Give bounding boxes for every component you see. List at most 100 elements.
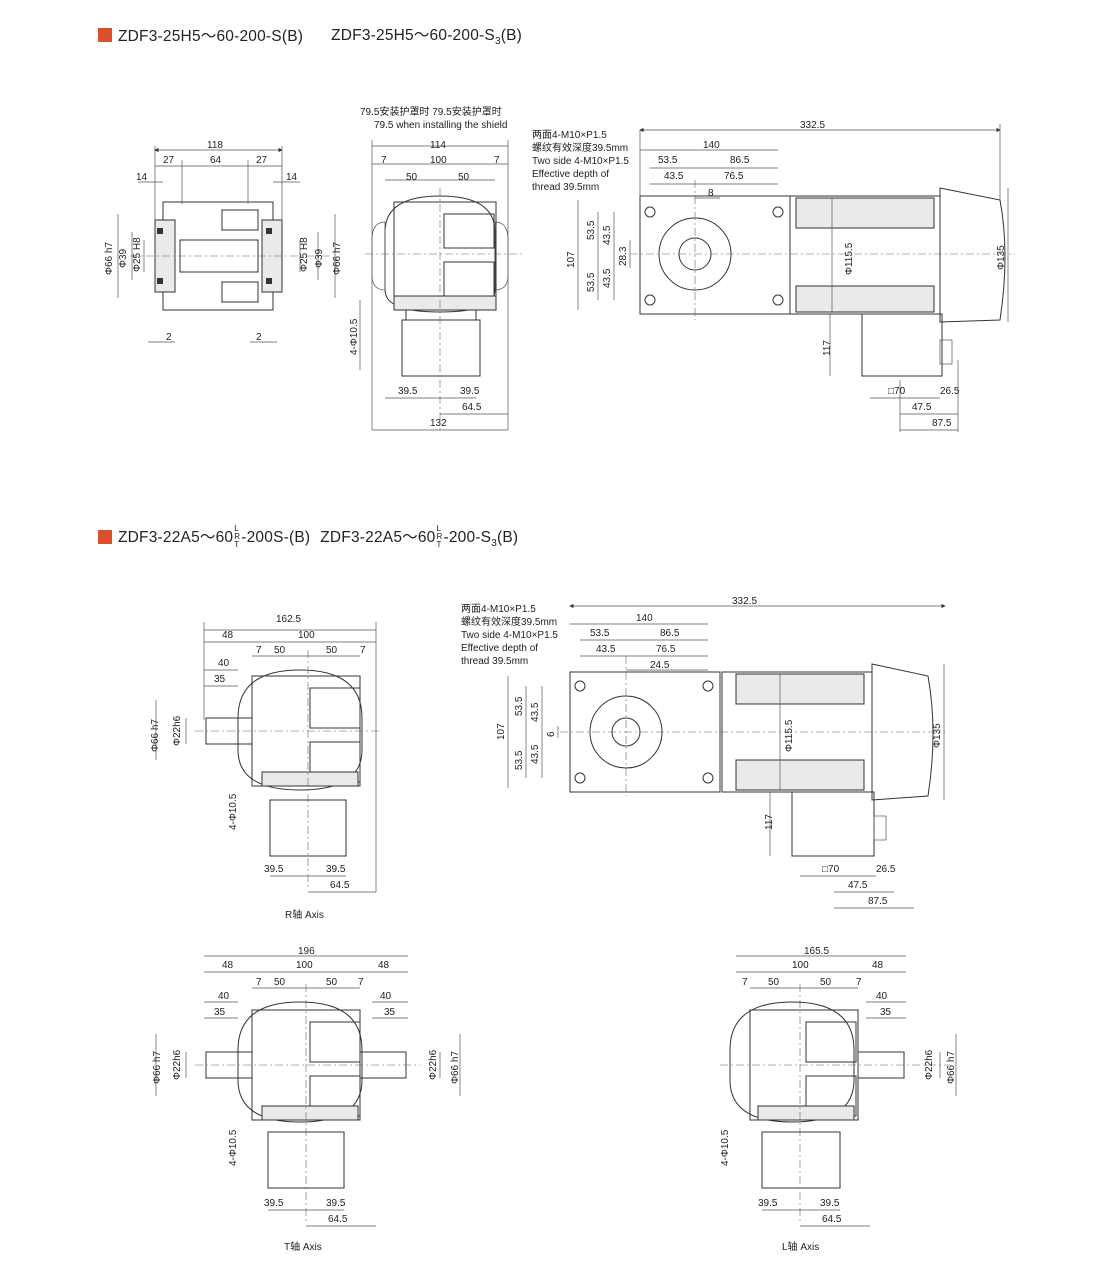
svg-text:196: 196 — [298, 946, 315, 957]
motor-view-1 — [577, 124, 1015, 432]
svg-text:Φ39: Φ39 — [118, 248, 129, 268]
svg-text:Φ22h6: Φ22h6 — [428, 1049, 439, 1080]
svg-text:64.5: 64.5 — [822, 1214, 842, 1225]
svg-text:7: 7 — [358, 977, 364, 988]
l-axis-dims: 165.5 100 48 7 50 50 7 40 35 Φ22h6 Φ66 h… — [720, 946, 957, 1253]
svg-text:79.5 when installing the shiel: 79.5 when installing the shield — [374, 120, 507, 131]
svg-text:Φ66 h7: Φ66 h7 — [332, 242, 343, 275]
svg-text:Effective depth of: Effective depth of — [461, 643, 538, 654]
svg-text:39.5: 39.5 — [326, 1198, 346, 1209]
svg-text:27: 27 — [256, 155, 268, 166]
svg-text:35: 35 — [214, 1007, 226, 1018]
svg-text:26.5: 26.5 — [876, 864, 896, 875]
motor-view-2-dims: 两面4-M10×P1.5 螺纹有效深度39.5mm Two side 4-M10… — [461, 596, 943, 907]
svg-text:39.5: 39.5 — [820, 1198, 840, 1209]
svg-text:35: 35 — [214, 674, 226, 685]
svg-text:Two side 4-M10×P1.5: Two side 4-M10×P1.5 — [461, 630, 558, 641]
svg-text:43.5: 43.5 — [664, 171, 684, 182]
svg-text:thread 39.5mm: thread 39.5mm — [461, 656, 528, 667]
svg-text:两面4-M10×P1.5: 两面4-M10×P1.5 — [461, 604, 536, 615]
svg-text:87.5: 87.5 — [868, 896, 888, 907]
svg-text:□70: □70 — [822, 864, 840, 875]
svg-text:43.5: 43.5 — [596, 644, 616, 655]
svg-text:Φ66 h7: Φ66 h7 — [946, 1051, 957, 1084]
motor-view-1-dims: 两面4-M10×P1.5 螺纹有效深度39.5mm Two side 4-M10… — [532, 120, 1007, 429]
svg-text:76.5: 76.5 — [656, 644, 676, 655]
svg-text:53.5: 53.5 — [586, 220, 597, 240]
svg-text:50: 50 — [406, 172, 418, 183]
svg-text:50: 50 — [274, 645, 286, 656]
svg-text:Φ135: Φ135 — [996, 245, 1007, 270]
svg-text:64.5: 64.5 — [328, 1214, 348, 1225]
svg-text:53.5: 53.5 — [658, 155, 678, 166]
svg-text:332.5: 332.5 — [732, 596, 757, 607]
svg-text:Φ66 h7: Φ66 h7 — [152, 1051, 163, 1084]
svg-text:114: 114 — [430, 140, 446, 151]
r-axis-view — [155, 622, 380, 893]
t-axis-caption: T轴 Axis — [284, 1240, 322, 1253]
svg-text:Φ115.5: Φ115.5 — [784, 719, 795, 752]
svg-text:53.5: 53.5 — [514, 696, 525, 716]
front-view-1-dims: 79.5安装护罩时 79.5安装护罩时 79.5 when installing… — [349, 105, 507, 429]
svg-text:35: 35 — [880, 1007, 892, 1018]
svg-text:79.5安装护罩时 79.5安装护罩时: 79.5安装护罩时 79.5安装护罩时 — [360, 105, 502, 118]
svg-text:27: 27 — [163, 155, 175, 166]
svg-text:87.5: 87.5 — [932, 418, 952, 429]
svg-text:107: 107 — [566, 251, 577, 268]
r-axis-caption: R轴 Axis — [285, 908, 324, 921]
section-marker — [98, 28, 112, 42]
svg-text:7: 7 — [256, 645, 262, 656]
svg-text:64.5: 64.5 — [462, 402, 482, 413]
svg-text:162.5: 162.5 — [276, 614, 301, 625]
svg-text:100: 100 — [430, 155, 447, 166]
svg-text:螺纹有效深度39.5mm: 螺纹有效深度39.5mm — [532, 141, 628, 154]
svg-text:48: 48 — [222, 960, 234, 971]
svg-text:14: 14 — [286, 172, 298, 183]
svg-text:Φ66 h7: Φ66 h7 — [450, 1051, 461, 1084]
svg-text:Φ22h6: Φ22h6 — [924, 1049, 935, 1080]
hollow-shaft-view — [117, 146, 336, 343]
svg-text:8: 8 — [708, 188, 714, 199]
svg-text:40: 40 — [380, 991, 392, 1002]
svg-text:Φ66 h7: Φ66 h7 — [104, 242, 115, 275]
svg-text:53.5: 53.5 — [514, 750, 525, 770]
svg-text:48: 48 — [872, 960, 884, 971]
svg-text:28.3: 28.3 — [618, 246, 629, 266]
svg-text:53.5: 53.5 — [590, 628, 610, 639]
svg-text:Φ22h6: Φ22h6 — [172, 1049, 183, 1080]
svg-text:39.5: 39.5 — [326, 864, 346, 875]
svg-text:7: 7 — [494, 155, 500, 166]
svg-text:165.5: 165.5 — [804, 946, 829, 957]
svg-text:107: 107 — [496, 723, 507, 740]
svg-text:两面4-M10×P1.5: 两面4-M10×P1.5 — [532, 130, 607, 141]
svg-text:43.5: 43.5 — [602, 268, 613, 288]
svg-text:Effective depth of: Effective depth of — [532, 169, 609, 180]
svg-text:50: 50 — [768, 977, 780, 988]
motor-view-2 — [507, 603, 946, 909]
svg-text:86.5: 86.5 — [660, 628, 680, 639]
svg-text:140: 140 — [636, 613, 653, 624]
r-axis-dims: 162.5 48 100 7 50 50 7 40 35 Φ66 h7 Φ22h… — [150, 614, 366, 921]
svg-text:132: 132 — [430, 418, 447, 429]
svg-text:100: 100 — [298, 630, 315, 641]
svg-text:40: 40 — [218, 991, 230, 1002]
svg-text:2: 2 — [256, 332, 262, 343]
svg-text:47.5: 47.5 — [912, 402, 932, 413]
svg-text:7: 7 — [381, 155, 387, 166]
svg-text:Two side 4-M10×P1.5: Two side 4-M10×P1.5 — [532, 156, 629, 167]
svg-text:48: 48 — [378, 960, 390, 971]
svg-text:24.5: 24.5 — [650, 660, 670, 671]
svg-text:40: 40 — [218, 658, 230, 669]
svg-text:螺纹有效深度39.5mm: 螺纹有效深度39.5mm — [461, 615, 557, 628]
svg-text:53.5: 53.5 — [586, 272, 597, 292]
svg-text:Φ25 H8: Φ25 H8 — [132, 237, 143, 272]
svg-text:□70: □70 — [888, 386, 906, 397]
svg-text:Φ135: Φ135 — [932, 723, 943, 748]
svg-text:47.5: 47.5 — [848, 880, 868, 891]
svg-text:4-Φ10.5: 4-Φ10.5 — [349, 318, 360, 355]
svg-text:7: 7 — [360, 645, 366, 656]
svg-text:50: 50 — [326, 645, 338, 656]
svg-text:Φ39: Φ39 — [314, 248, 325, 268]
